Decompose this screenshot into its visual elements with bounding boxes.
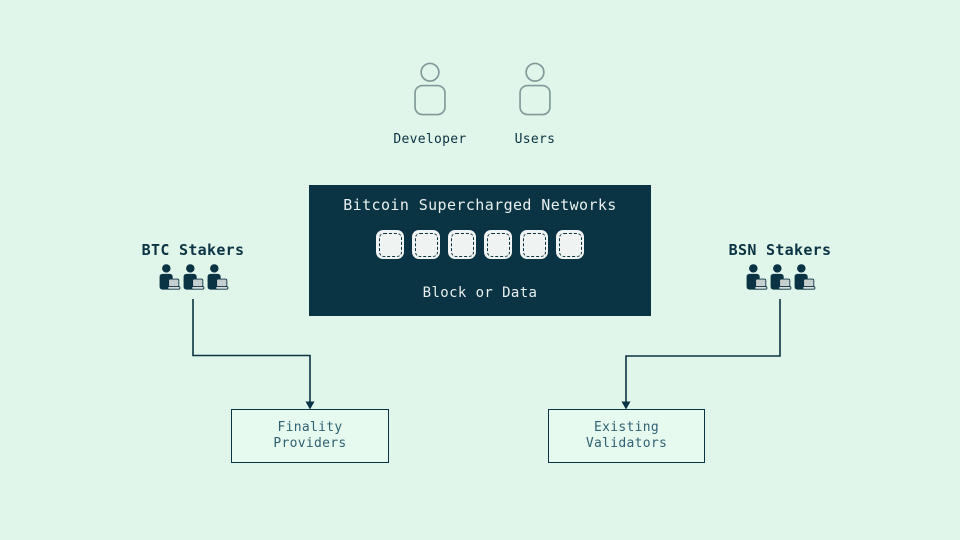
btc-stakers-label: BTC Stakers [141,241,245,259]
developer-persona: Developer [385,59,475,147]
block-icon [484,230,512,259]
existing-validators-label-line1: Existing [593,419,659,435]
developer-label: Developer [393,132,467,147]
btc-stakers-group: BTC Stakers [128,241,258,290]
bsn-stakers-label: BSN Stakers [728,241,832,259]
btc-to-finality-connector [192,299,311,404]
staker-person-laptop-icon [769,264,792,290]
staker-person-laptop-icon [745,264,768,290]
finality-providers-label-line1: Finality [277,419,343,435]
staker-person-laptop-icon [182,264,205,290]
finality-providers-box: Finality Providers [231,409,389,463]
existing-validators-label-line2: Validators [585,436,668,451]
developer-person-icon [412,59,448,116]
block-icon [448,230,476,259]
block-row [309,230,651,259]
staker-person-laptop-icon [158,264,181,290]
block-icon [556,230,584,259]
staker-person-laptop-icon [206,264,229,290]
network-box-title: Bitcoin Supercharged Networks [343,196,617,214]
finality-providers-label-line2: Providers [273,436,347,451]
bsn-stakers-group: BSN Stakers [715,241,845,290]
users-label: Users [514,132,556,147]
block-icon [376,230,404,259]
existing-validators-box: Existing Validators [548,409,705,463]
bsn-stakers-icons [745,264,816,290]
btc-stakers-icons [158,264,229,290]
block-icon [520,230,548,259]
staker-person-laptop-icon [793,264,816,290]
network-box-subtitle: Block or Data [422,285,538,301]
block-icon [412,230,440,259]
bitcoin-supercharged-networks-box: Bitcoin Supercharged Networks Block or D… [309,185,651,316]
users-persona: Users [490,59,580,147]
users-person-icon [517,59,553,116]
